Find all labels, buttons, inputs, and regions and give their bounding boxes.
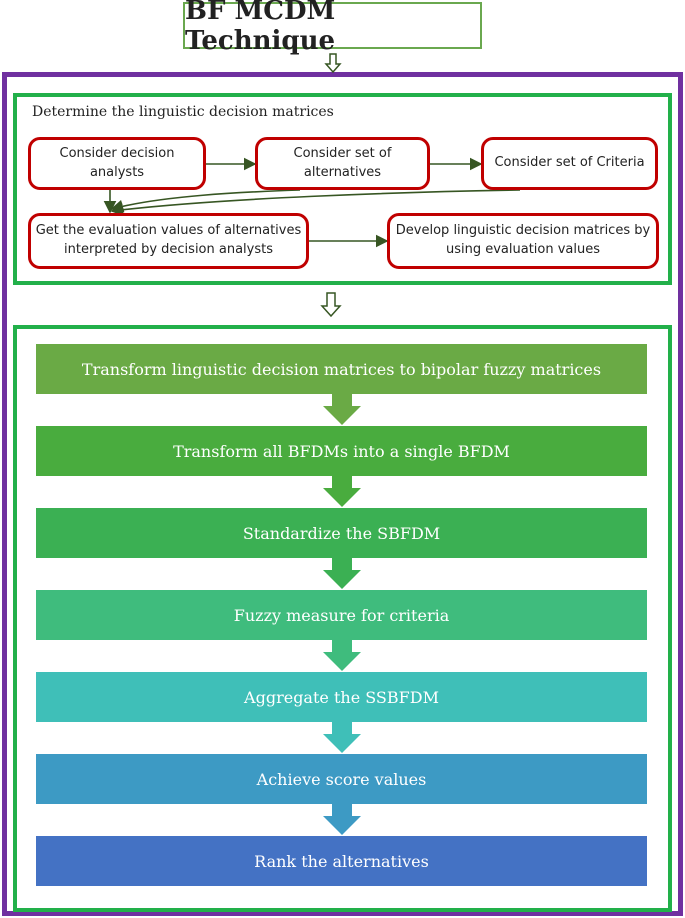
down-arrow-icon	[322, 722, 361, 753]
down-arrow-icon	[322, 394, 361, 425]
flow-box-criteria: Consider set of Criteria	[481, 137, 658, 190]
flow-box-decision-analysts: Consider decision analysts	[28, 137, 206, 190]
flow-box-develop-matrices: Develop linguistic decision matrices by …	[387, 213, 659, 269]
panel-heading: Determine the linguistic decision matric…	[32, 104, 334, 120]
step-box: Aggregate the SSBFDM	[36, 672, 647, 722]
step-box: Rank the alternatives	[36, 836, 647, 886]
down-arrow-icon	[322, 558, 361, 589]
step-box: Achieve score values	[36, 754, 647, 804]
connector-arrow	[110, 189, 301, 213]
flow-box-alternatives: Consider set of alternatives	[255, 137, 430, 190]
down-arrow-icon	[322, 804, 361, 835]
hollow-arrow-icon	[324, 53, 342, 74]
linguistic-matrices-panel	[13, 93, 672, 285]
down-arrow-icon	[322, 476, 361, 507]
step-box: Transform all BFDMs into a single BFDM	[36, 426, 647, 476]
connector-arrow	[110, 189, 521, 217]
down-arrow-icon	[322, 640, 361, 671]
steps-panel	[13, 325, 672, 912]
hollow-arrow-icon	[320, 292, 342, 318]
step-box: Standardize the SBFDM	[36, 508, 647, 558]
outer-frame	[2, 72, 683, 916]
step-box: Transform linguistic decision matrices t…	[36, 344, 647, 394]
flow-box-evaluation-values: Get the evaluation values of alternative…	[28, 213, 309, 269]
step-box: Fuzzy measure for criteria	[36, 590, 647, 640]
